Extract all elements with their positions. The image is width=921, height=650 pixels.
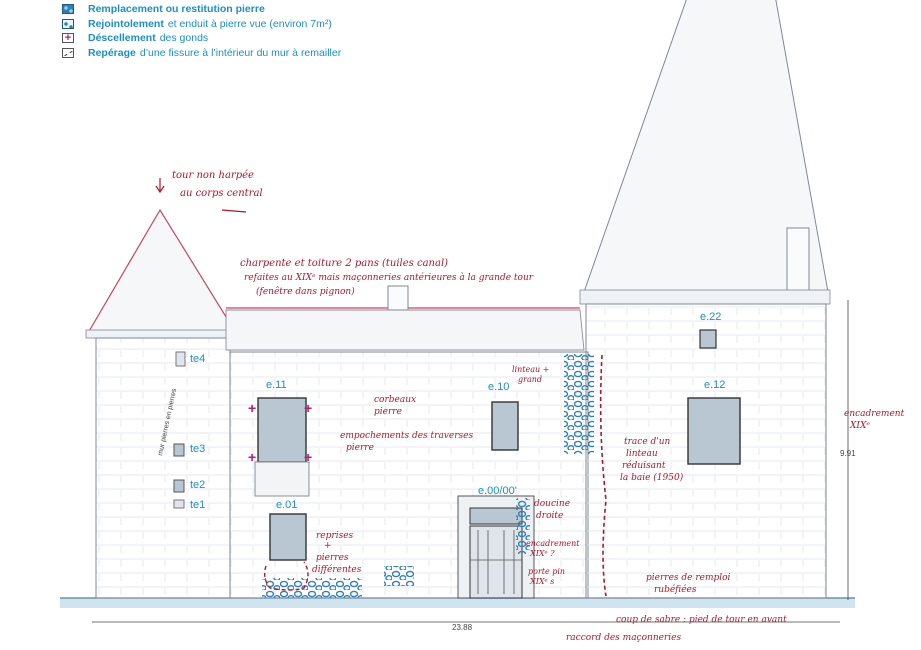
tag-e01: e.01 xyxy=(276,499,297,511)
right-tower-chimney xyxy=(786,227,810,293)
note-empoch-1: empochements des traverses xyxy=(340,431,473,441)
arrow-tour xyxy=(155,178,165,194)
tag-e10: e.10 xyxy=(488,381,509,393)
note-reprises-1: reprises xyxy=(316,531,354,541)
window-e10 xyxy=(491,401,519,451)
legend-label-bold: Repérage xyxy=(88,46,136,59)
stone-area-base-mid xyxy=(384,566,414,586)
hinge-plus-swatch-icon: + xyxy=(62,33,74,44)
note-trace-1: trace d'un xyxy=(624,437,671,447)
legend-row-crack: Repérage d’une fissure à l’intérieur du … xyxy=(62,46,341,61)
svg-text:+: + xyxy=(248,400,256,416)
crack-dashed-line xyxy=(599,354,607,597)
legend-label-rest: d’une fissure à l’intérieur du mur à rem… xyxy=(139,46,342,59)
note-linteau-1: linteau + xyxy=(512,365,549,374)
joint-render-swatch-icon xyxy=(62,18,74,29)
stone-replacement-swatch-icon xyxy=(62,4,74,15)
note-linteau-2: grand xyxy=(518,375,542,384)
window-e01 xyxy=(269,513,307,561)
window-e22 xyxy=(699,329,717,349)
note-tour-1: tour non harpée xyxy=(172,170,254,181)
note-doucine-2: droite xyxy=(536,511,563,521)
note-tour-2: au corps central xyxy=(180,188,263,199)
note-charp-3: (fenêtre dans pignon) xyxy=(256,286,355,297)
note-porte-2: XIXᵉ s xyxy=(529,577,554,586)
note-reprises-4: différentes xyxy=(312,564,362,575)
tag-e12: e.12 xyxy=(704,379,725,391)
note-encadr-1: encadrement xyxy=(526,539,580,548)
tag-e00: e.00/00' xyxy=(478,485,517,497)
note-encadr-right-2: XIXᵉ xyxy=(849,421,870,431)
tower-slit-te1 xyxy=(173,499,185,509)
legend-row-hinge: + Déscellement des gonds xyxy=(62,31,341,46)
arrow-tour-right xyxy=(221,209,247,213)
note-trace-3: réduisant xyxy=(622,460,666,471)
right-tower-eave xyxy=(579,289,831,305)
legend-label-rest: des gonds xyxy=(159,32,209,45)
window-e11-sill xyxy=(254,461,310,497)
legend: Remplacement ou restitution pierre Rejoi… xyxy=(62,2,341,60)
left-tower-eave xyxy=(85,329,239,339)
stone-area-base-left xyxy=(262,578,362,598)
tag-e22: e.22 xyxy=(700,311,721,323)
tower-slit-te2 xyxy=(173,479,185,493)
door-transom xyxy=(469,507,523,525)
dim-height: 9.91 xyxy=(840,449,856,458)
door-panels xyxy=(470,530,522,594)
note-remploi-2: rubéfiées xyxy=(654,584,697,595)
tower-slit-te3 xyxy=(173,443,185,457)
note-encadr-2: XIXᵉ ? xyxy=(529,549,555,558)
central-roof xyxy=(225,309,585,351)
note-reprises-2: + xyxy=(324,541,332,551)
ground-strip xyxy=(60,598,855,608)
window-e11 xyxy=(257,397,307,463)
note-trace-2: linteau xyxy=(626,449,658,459)
stone-area-buttress xyxy=(564,354,594,454)
note-trace-4: la baie (1950) xyxy=(620,472,684,483)
crack-dashed-swatch-icon xyxy=(62,47,74,58)
tag-te2: te2 xyxy=(190,479,205,491)
svg-text:+: + xyxy=(304,400,312,416)
note-raccord: raccord des maçonneries xyxy=(566,633,681,643)
note-reprises-3: pierres xyxy=(316,553,349,563)
note-encadr-right-1: encadrement xyxy=(844,409,905,419)
note-charp-1: charpente et toiture 2 pans (tuiles cana… xyxy=(240,258,448,269)
note-doucine-1: doucine xyxy=(534,499,570,509)
door-leaf xyxy=(469,525,523,599)
chimney-small xyxy=(387,285,409,311)
note-sabre: coup de sabre : pied de tour en avant xyxy=(616,615,787,625)
note-porte-1: porte pin xyxy=(528,567,565,576)
hinge-markers: + + + + xyxy=(248,400,312,465)
tag-te4: te4 xyxy=(190,353,205,365)
note-charp-2: refaites au XIXᵉ mais maçonneries antéri… xyxy=(244,272,534,283)
legend-label-bold: Déscellement xyxy=(88,32,156,45)
legend-label-bold: Remplacement ou restitution pierre xyxy=(88,3,265,16)
stone-area-door-left xyxy=(516,498,530,554)
svg-text:+: + xyxy=(248,449,256,465)
left-tower-wall xyxy=(95,337,231,599)
svg-text:+: + xyxy=(304,449,312,465)
repair-outline-e01 xyxy=(263,561,309,591)
left-tower-roof xyxy=(86,208,238,334)
legend-row-stone: Remplacement ou restitution pierre xyxy=(62,2,341,17)
legend-label-bold: Rejointolement xyxy=(88,17,164,30)
legend-row-joint: Rejointolement et enduit à pierre vue (e… xyxy=(62,17,341,32)
window-e12 xyxy=(687,397,741,465)
note-corbeaux-1: corbeaux xyxy=(374,395,416,405)
dim-width: 23.88 xyxy=(452,623,473,632)
annotation-notes: tour non harpée au corps central charpen… xyxy=(155,170,905,643)
tag-e11: e.11 xyxy=(266,379,287,391)
note-empoch-2: pierre xyxy=(346,443,374,453)
tag-te3: te3 xyxy=(190,443,205,455)
note-remploi-1: pierres de remploi xyxy=(646,573,731,583)
legend-label-rest: et enduit à pierre vue (environ 7m²) xyxy=(167,17,332,30)
tag-te1: te1 xyxy=(190,499,205,511)
tower-slit-te4 xyxy=(175,351,186,367)
note-corbeaux-2: pierre xyxy=(374,407,402,417)
